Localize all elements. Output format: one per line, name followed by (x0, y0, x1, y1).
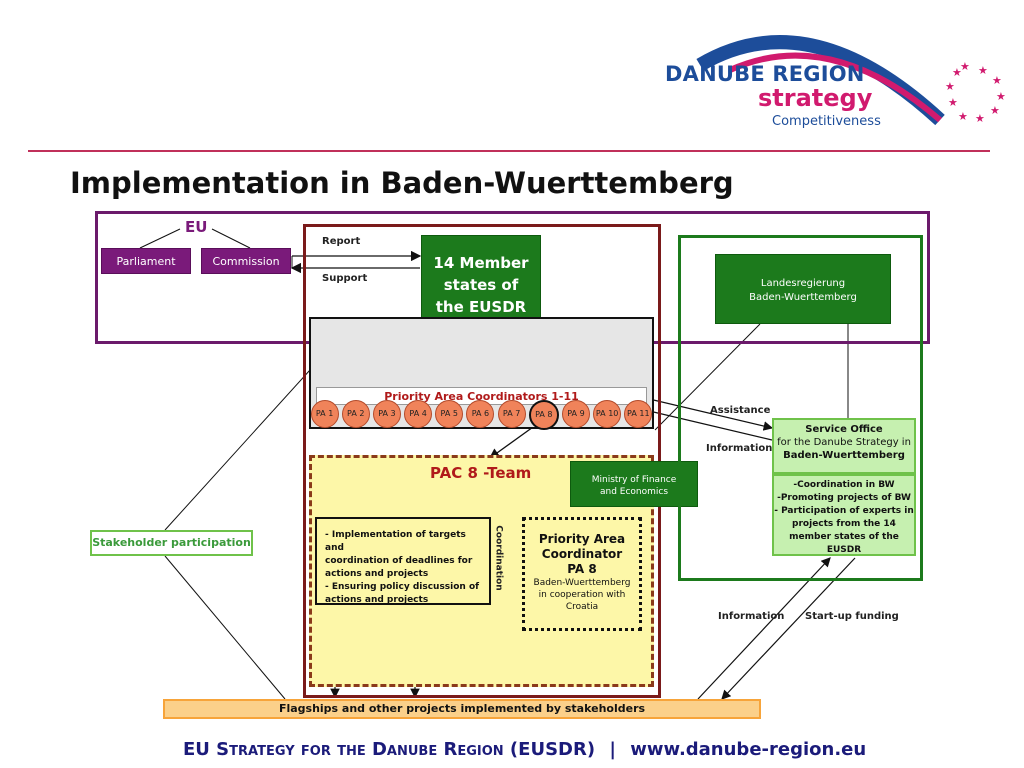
member-states-line2: states of (443, 276, 519, 294)
pa-circle: PA 6 (466, 400, 495, 428)
logo-arc-icon: ★★★ ★★★ ★★★ ★ (696, 35, 1006, 126)
svg-text:★: ★ (992, 74, 1002, 87)
footer-strategy: EU Strategy for the Danube Region (EUSDR… (183, 739, 596, 760)
pa-circle: PA 7 (497, 400, 526, 428)
implementation-line: - Implementation of targets and (325, 530, 466, 553)
implementation-line: - Ensuring policy discussion of (325, 582, 480, 592)
pac-pa8-line3: PA 8 (567, 562, 597, 576)
pa-circle: PA 10 (593, 400, 622, 428)
parliament-box: Parliament (101, 248, 191, 274)
service-tasks-box: -Coordination in BW -Promoting projects … (772, 474, 916, 556)
svg-text:★: ★ (958, 110, 968, 123)
footer: EU Strategy for the Danube Region (EUSDR… (183, 739, 866, 760)
service-task-line: - Participation of experts in (774, 506, 914, 516)
service-task-line: member states of the (789, 532, 899, 542)
pa-circle: PA 5 (435, 400, 464, 428)
service-office-line1: Service Office (805, 424, 883, 435)
svg-text:★: ★ (960, 60, 970, 73)
svg-text:★: ★ (975, 112, 985, 125)
service-task-line: projects from the 14 (792, 519, 896, 529)
svg-text:★: ★ (978, 64, 988, 77)
landesregierung-line1: Landesregierung (760, 278, 846, 289)
service-task-line: -Coordination in BW (793, 480, 895, 490)
service-task-line: -Promoting projects of BW (777, 493, 911, 503)
assistance-label: Assistance (710, 405, 771, 416)
eu-label: EU (185, 218, 208, 236)
support-label: Support (322, 273, 368, 284)
information-bottom-label: Information (718, 611, 785, 622)
service-office-line2: for the Danube Strategy in (777, 437, 911, 448)
pac-pa8-line6: Croatia (565, 602, 599, 612)
pa-circle: PA 11 (624, 400, 653, 428)
footer-separator: | (609, 739, 616, 760)
flagships-bar: Flagships and other projects implemented… (163, 699, 761, 719)
service-task-line: EUSDR (826, 545, 862, 555)
implementation-box: - Implementation of targets and coordina… (315, 517, 491, 605)
member-states-line1: 14 Member (433, 254, 529, 272)
report-label: Report (322, 236, 361, 247)
implementation-line: coordination of deadlines for (325, 556, 473, 566)
landesregierung-line2: Baden-Wuerttemberg (749, 292, 857, 303)
startup-funding-label: Start-up funding (805, 611, 899, 622)
pac-pa8-line4: Baden-Wuerttemberg (533, 578, 631, 588)
landesregierung-box: Landesregierung Baden-Wuerttemberg (715, 254, 891, 324)
logo-line2: strategy (758, 84, 873, 112)
pac-pa8-box: Priority Area Coordinator PA 8 Baden-Wue… (522, 517, 642, 631)
footer-url[interactable]: www.danube-region.eu (630, 739, 867, 760)
pac-pa8-line5: in cooperation with (538, 590, 626, 600)
ministry-box: Ministry of Finance and Economics (570, 461, 698, 507)
svg-text:★: ★ (990, 104, 1000, 117)
page-title: Implementation in Baden-Wuerttemberg (70, 166, 734, 200)
pac8-team-title: PAC 8 -Team (430, 464, 532, 482)
header-rule (28, 150, 990, 152)
commission-box: Commission (201, 248, 291, 274)
pac-pa8-line2: Coordinator (541, 547, 623, 561)
pa-circle: PA 2 (341, 400, 370, 428)
information-top-label: Information (706, 443, 773, 454)
pac-pa8-line1: Priority Area (538, 532, 626, 546)
logo-line1: DANUBE REGION (665, 62, 865, 86)
logo-line3: Competitiveness (772, 114, 881, 129)
pa-circles-row: PA 1 PA 2 PA 3 PA 4 PA 5 PA 6 PA 7 PA 8 … (309, 400, 654, 430)
pa-circle-pa8: PA 8 (528, 400, 559, 430)
logo: ★★★ ★★★ ★★★ ★ DANUBE REGION strategy Com… (640, 10, 1020, 140)
regional-frame (678, 235, 923, 581)
coordination-label: Coordination (493, 525, 504, 591)
svg-text:★: ★ (996, 90, 1006, 103)
svg-text:★: ★ (952, 66, 962, 79)
member-states-line3: the EUSDR (435, 298, 527, 316)
svg-text:★: ★ (948, 96, 958, 109)
service-office-box: Service Office for the Danube Strategy i… (772, 418, 916, 474)
svg-text:★: ★ (945, 80, 955, 93)
ministry-line1: Ministry of Finance (591, 475, 677, 485)
pa-circle: PA 9 (561, 400, 590, 428)
ministry-line2: and Economics (599, 487, 669, 497)
implementation-line: actions and projects (325, 569, 429, 579)
pa-circle: PA 3 (372, 400, 401, 428)
stakeholder-box: Stakeholder participation (90, 530, 253, 556)
implementation-line: actions and projects (325, 595, 429, 605)
pa-circle: PA 4 (404, 400, 433, 428)
service-office-line3: Baden-Wuerttemberg (783, 450, 905, 461)
pa-circle: PA 1 (310, 400, 339, 428)
